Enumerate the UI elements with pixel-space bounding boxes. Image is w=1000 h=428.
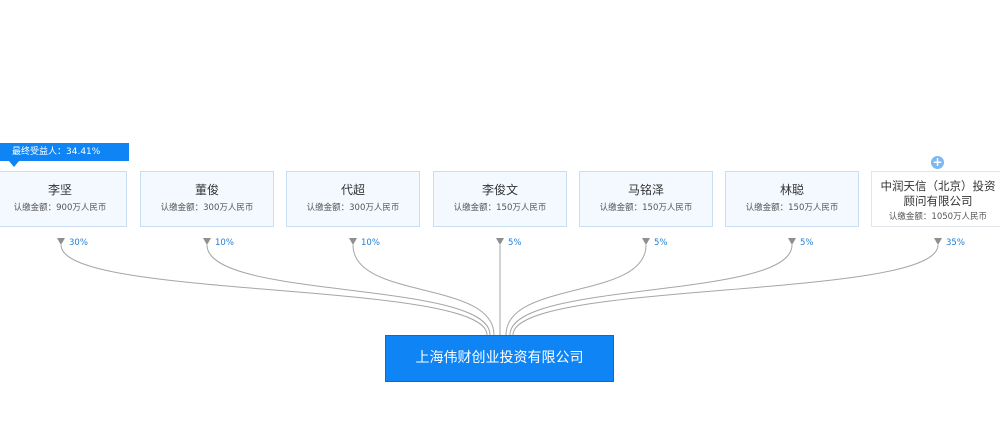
shareholder-node-2[interactable]: 董俊 认缴金额：300万人民币: [140, 171, 274, 227]
arrow-down-icon: [57, 238, 65, 245]
ownership-connector: [206, 244, 491, 336]
ubo-badge-pointer: [9, 161, 19, 167]
plus-circle-icon[interactable]: +: [931, 155, 944, 169]
ubo-badge-label: 最终受益人：: [12, 147, 67, 157]
ultimate-beneficiary-badge: 最终受益人：34.41%: [0, 143, 129, 161]
percent-label-7: 35%: [946, 238, 965, 248]
shareholder-amount: 认缴金额：150万人民币: [599, 203, 693, 213]
ownership-connector: [505, 244, 647, 336]
target-company-node[interactable]: 上海伟财创业投资有限公司: [385, 335, 614, 382]
shareholder-name: 李俊文: [481, 183, 518, 197]
shareholder-amount: 认缴金额：900万人民币: [13, 203, 107, 213]
shareholder-amount: 认缴金额：1050万人民币: [888, 212, 988, 222]
shareholder-node-4[interactable]: 李俊文 认缴金额：150万人民币: [433, 171, 567, 227]
shareholder-node-5[interactable]: 马铭泽 认缴金额：150万人民币: [579, 171, 713, 227]
shareholder-amount: 认缴金额：300万人民币: [306, 203, 400, 213]
percent-label-1: 30%: [69, 238, 88, 248]
percent-label-3: 10%: [361, 238, 380, 248]
percent-label-4: 5%: [508, 238, 522, 248]
shareholder-node-3[interactable]: 代超 认缴金额：300万人民币: [286, 171, 420, 227]
shareholder-node-1[interactable]: 李坚 认缴金额：900万人民币: [0, 171, 127, 227]
target-company-name: 上海伟财创业投资有限公司: [415, 350, 584, 366]
shareholder-name: 董俊: [194, 183, 219, 197]
percent-label-2: 10%: [215, 238, 234, 248]
shareholder-name: 李坚: [47, 183, 72, 197]
shareholder-amount: 认缴金额：150万人民币: [745, 203, 839, 213]
ownership-connector: [509, 244, 793, 336]
percent-label-6: 5%: [800, 238, 814, 248]
arrow-down-icon: [642, 238, 650, 245]
shareholder-name: 代超: [340, 183, 365, 197]
shareholder-node-6[interactable]: 林聪 认缴金额：150万人民币: [725, 171, 859, 227]
arrow-down-icon: [496, 238, 504, 245]
arrow-down-icon: [349, 238, 357, 245]
ownership-connector: [512, 244, 939, 336]
arrow-down-icon: [203, 238, 211, 245]
arrow-down-icon: [788, 238, 796, 245]
ubo-badge-value: 34.41%: [66, 147, 101, 157]
arrow-down-icon: [934, 238, 942, 245]
shareholder-name: 马铭泽: [627, 183, 664, 197]
ownership-connector: [60, 244, 488, 336]
ownership-connector: [352, 244, 495, 336]
shareholder-amount: 认缴金额：150万人民币: [453, 203, 547, 213]
shareholder-amount: 认缴金额：300万人民币: [160, 203, 254, 213]
shareholder-name: 林聪: [779, 183, 804, 197]
shareholder-name: 中润天信（北京）投资顾问有限公司: [880, 179, 996, 208]
percent-label-5: 5%: [654, 238, 668, 248]
shareholder-node-7[interactable]: 中润天信（北京）投资顾问有限公司 认缴金额：1050万人民币: [871, 171, 1000, 227]
